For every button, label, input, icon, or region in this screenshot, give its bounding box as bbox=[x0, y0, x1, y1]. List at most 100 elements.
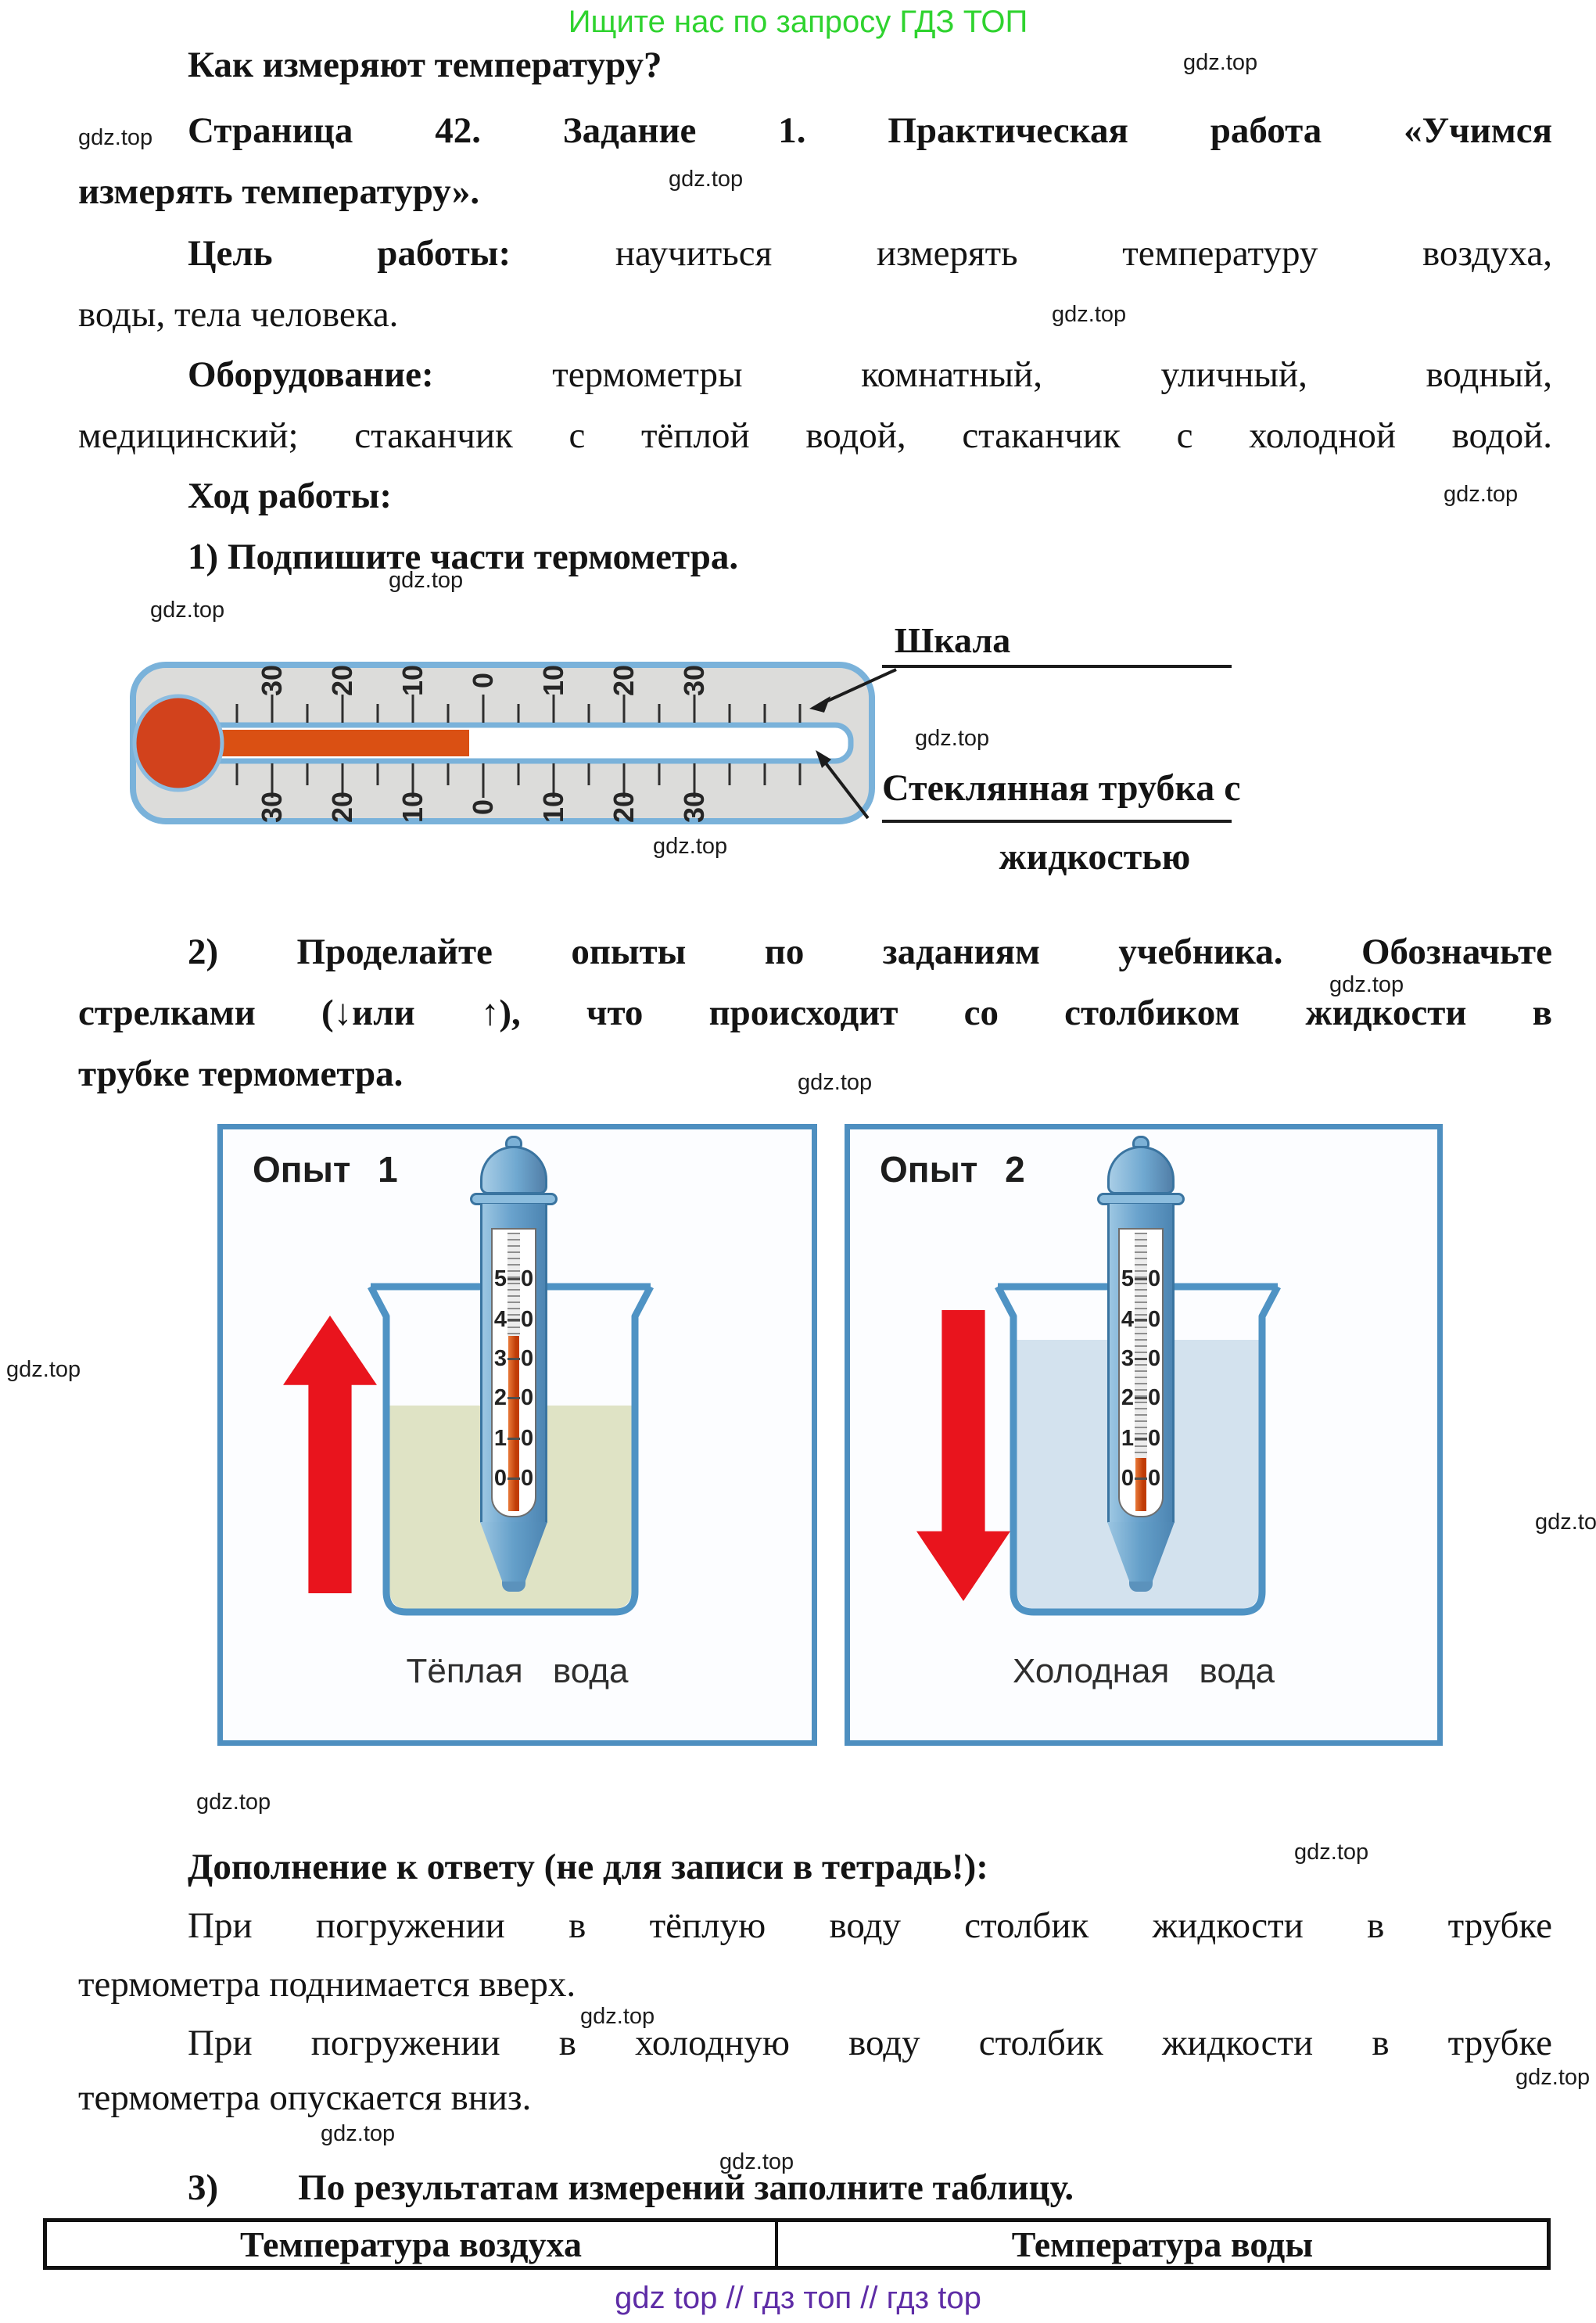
scale-number: 20 bbox=[608, 791, 640, 824]
watermark: gdz.top bbox=[1329, 972, 1404, 997]
scale-arrow-line bbox=[822, 668, 897, 705]
thermometer-taper bbox=[480, 1522, 547, 1582]
scale-digit: 0 bbox=[1148, 1346, 1161, 1371]
scale-digit: 2 bbox=[1121, 1385, 1134, 1410]
scale-digit: 0 bbox=[1148, 1385, 1161, 1410]
scale-digit: 0 bbox=[1148, 1426, 1161, 1451]
doc-line-task-2: измерять температуру». bbox=[78, 171, 480, 212]
thermometer-bulb bbox=[132, 694, 224, 792]
liquid-column bbox=[1135, 1458, 1146, 1511]
scale-digit: 0 bbox=[521, 1426, 534, 1451]
label-glass-tube-line1: Стеклянная трубка с bbox=[882, 767, 1241, 809]
page-title: Как измеряют температуру? bbox=[188, 45, 662, 85]
scale-number: 30 bbox=[678, 791, 710, 824]
scale-number: 20 bbox=[326, 664, 358, 697]
doc-line-equip-2: медицинский; стаканчик с тёплой водой, с… bbox=[78, 415, 1552, 456]
scale-digit: 3 bbox=[1121, 1346, 1134, 1371]
watermark: gdz.top bbox=[798, 1070, 873, 1095]
scale-number: 10 bbox=[396, 664, 429, 697]
liquid-column bbox=[190, 730, 469, 756]
scale-digit: 0 bbox=[521, 1346, 534, 1371]
table-header-air: Температура воздуха bbox=[47, 2222, 778, 2266]
watermark: gdz.top bbox=[78, 125, 153, 150]
scale-number: 30 bbox=[256, 664, 288, 697]
scale-number: 20 bbox=[608, 664, 640, 697]
note-heading: Дополнение к ответу (не для записи в тет… bbox=[188, 1847, 988, 1887]
doc-line-task-1: Страница 42. Задание 1. Практическая раб… bbox=[188, 110, 1552, 151]
watermark: gdz.top bbox=[1294, 1840, 1369, 1865]
thermometer-tip bbox=[1129, 1581, 1153, 1592]
scale-digit: 5 bbox=[1121, 1266, 1134, 1291]
scale-number: 10 bbox=[537, 664, 569, 697]
scale-digit: 0 bbox=[521, 1266, 534, 1291]
doc-step2-line3: трубке термометра. bbox=[78, 1054, 403, 1094]
scale-digit: 0 bbox=[521, 1307, 534, 1332]
note1-line1: При погружении в тёплую воду столбик жид… bbox=[188, 1905, 1552, 1946]
scale-digit: 4 bbox=[493, 1307, 507, 1332]
scale-number: 10 bbox=[396, 791, 429, 824]
scale-ticks bbox=[235, 695, 802, 798]
doc-steps-label: Ход работы: bbox=[188, 476, 393, 516]
doc-line-goal-1: Цель работы: научиться измерять температ… bbox=[188, 232, 1552, 275]
experiment1-title: Опыт 1 bbox=[253, 1149, 398, 1190]
thermometer-taper bbox=[1107, 1522, 1175, 1582]
watermark: gdz.top bbox=[321, 2121, 396, 2146]
thermometer-drawing bbox=[130, 662, 1232, 824]
doc-line-equip-1: Оборудование: термометры комнатный, улич… bbox=[188, 354, 1552, 396]
watermark: gdz.top bbox=[653, 834, 728, 859]
results-table: Температура воздуха Температура воды bbox=[43, 2218, 1551, 2270]
note1-line2: термометра поднимается вверх. bbox=[78, 1964, 576, 2005]
doc-step1: 1) Подпишите части термометра. bbox=[188, 537, 739, 577]
step3-number: 3) bbox=[188, 2167, 219, 2208]
scale-digit: 0 bbox=[521, 1466, 534, 1491]
scale-digit: 2 bbox=[493, 1385, 507, 1410]
scale-number: 30 bbox=[678, 664, 710, 697]
scale-digit: 0 bbox=[493, 1466, 507, 1491]
capillary bbox=[1135, 1233, 1147, 1458]
equip-label: Оборудование: bbox=[188, 354, 434, 395]
goal-text: научиться измерять температуру воздуха, bbox=[615, 233, 1553, 274]
watermark: gdz.top bbox=[196, 1790, 271, 1815]
note2-line1: При погружении в холодную воду столбик ж… bbox=[188, 2023, 1552, 2063]
watermark: gdz.top bbox=[150, 598, 225, 623]
tube-arrow-head bbox=[816, 750, 831, 768]
thermometer-cap bbox=[1107, 1146, 1175, 1194]
scale-digit: 0 bbox=[1121, 1466, 1134, 1491]
watermark: gdz.top bbox=[1515, 2065, 1591, 2090]
doc-step2-line1: 2) Проделайте опыты по заданиям учебника… bbox=[188, 932, 1552, 972]
liquid-column bbox=[508, 1336, 519, 1511]
tube-arrow-line bbox=[820, 756, 870, 820]
doc-line-goal-2: воды, тела человека. bbox=[78, 294, 399, 335]
experiment2-caption: Холодная вода bbox=[1012, 1652, 1275, 1690]
watermark: gdz.top bbox=[915, 726, 990, 751]
scale-number: 0 bbox=[467, 672, 499, 689]
doc-step3: 3)По результатам измерений заполните таб… bbox=[188, 2167, 1074, 2209]
scale-digit: 0 bbox=[1148, 1307, 1161, 1332]
watermark: gdz.top bbox=[580, 2004, 655, 2029]
watermark: gdz.top bbox=[1183, 50, 1258, 75]
watermark: gdz.top bbox=[6, 1357, 81, 1382]
promo-header: Ищите нас по запросу ГДЗ ТОП bbox=[568, 5, 1028, 39]
watermark: gdz.top bbox=[719, 2149, 794, 2174]
scale-digit: 3 bbox=[493, 1346, 507, 1371]
watermark: gdz.top bbox=[1052, 302, 1127, 327]
scale-digit: 1 bbox=[1121, 1426, 1134, 1451]
